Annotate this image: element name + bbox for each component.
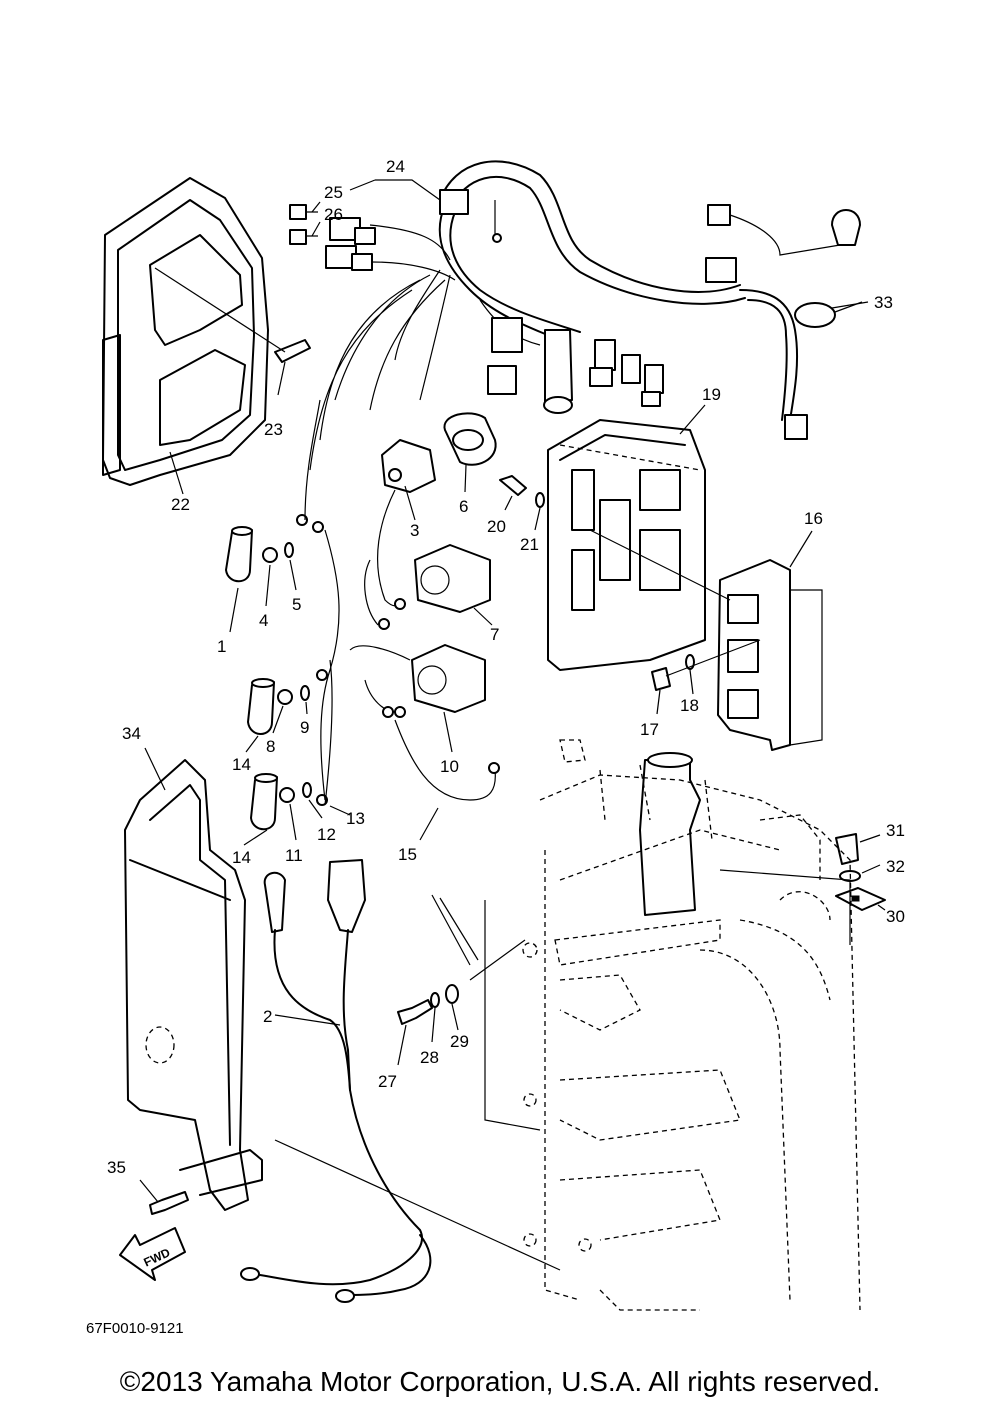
wire-harness [309, 160, 863, 471]
relay-wires [296, 399, 500, 806]
callout-29: 29 [450, 1032, 469, 1051]
callout-18: 18 [680, 696, 699, 715]
washer-part-29 [445, 984, 459, 1004]
reference-line [469, 939, 526, 981]
bracket-part-34 [124, 759, 263, 1211]
bolt-part-20 [499, 475, 527, 496]
callout-16: 16 [804, 509, 823, 528]
callout-1: 1 [217, 637, 226, 656]
callout-25: 25 [324, 183, 343, 202]
callout-27: 27 [378, 1072, 397, 1091]
plate-part-30 [835, 887, 886, 911]
washer-part-9 [300, 685, 310, 701]
leader-lines [139, 179, 886, 1203]
bracket-part-19 [547, 419, 706, 671]
callout-7: 7 [490, 625, 499, 644]
holder-part-6 [443, 412, 497, 466]
copyright-notice: ©2013 Yamaha Motor Corporation, U.S.A. A… [119, 1366, 881, 1397]
cap-part-1 [225, 526, 253, 583]
callout-20: 20 [487, 517, 506, 536]
washer-part-12 [302, 782, 312, 798]
callout-10: 10 [440, 757, 459, 776]
callout-22: 22 [171, 495, 190, 514]
callout-14a: 14 [232, 755, 251, 774]
cover-part-22 [102, 177, 269, 486]
callout-28: 28 [420, 1048, 439, 1067]
reference-line [719, 869, 851, 945]
bolt-part-27 [397, 999, 433, 1025]
lead-wires [439, 897, 479, 961]
bolt-part-31 [835, 833, 859, 865]
callout-5: 5 [292, 595, 301, 614]
callout-9: 9 [300, 718, 309, 737]
cable-part-13 [324, 659, 333, 806]
callout-26: 26 [324, 205, 343, 224]
callout-8: 8 [266, 737, 275, 756]
callout-21: 21 [520, 535, 539, 554]
reference-line [484, 900, 541, 1131]
bolt-part-35 [149, 1191, 189, 1215]
bolt-part-17 [651, 667, 671, 691]
callout-23: 23 [264, 420, 283, 439]
callout-2: 2 [263, 1007, 272, 1026]
nut-part-4 [262, 547, 278, 563]
engine-block [522, 739, 861, 1311]
callout-35: 35 [107, 1158, 126, 1177]
connectors-part-25-26 [289, 204, 376, 271]
callout-3: 3 [410, 521, 419, 540]
callout-17: 17 [640, 720, 659, 739]
callout-14b: 14 [232, 848, 251, 867]
washer-part-18 [685, 654, 695, 670]
callout-30: 30 [886, 907, 905, 926]
callout-32: 32 [886, 857, 905, 876]
relay-part-7 [414, 544, 491, 613]
diagram-part-code: 67F0010-9121 [86, 1320, 184, 1337]
lead-wires [431, 894, 471, 966]
clip-part-23 [154, 267, 311, 363]
callout-24: 24 [386, 157, 405, 176]
callout-labels: 1 2 3 4 5 6 7 8 9 10 11 12 13 14 14 15 1… [107, 157, 905, 1177]
callout-34: 34 [122, 724, 141, 743]
cap-part-14b [250, 773, 278, 831]
callout-13: 13 [346, 809, 365, 828]
relay-part-3 [381, 439, 436, 493]
cap-part-14a [247, 678, 275, 735]
reference-line [274, 1139, 561, 1271]
nut-part-11 [279, 787, 295, 803]
callout-11: 11 [285, 846, 303, 865]
callout-4: 4 [259, 611, 268, 630]
nut-part-8 [277, 689, 293, 705]
cable-part-2 [240, 859, 432, 1303]
callout-31: 31 [886, 821, 905, 840]
callout-33: 33 [874, 293, 893, 312]
callout-6: 6 [459, 497, 468, 516]
fwd-arrow: FWD [119, 1227, 186, 1281]
callout-19: 19 [702, 385, 721, 404]
callout-12: 12 [317, 825, 336, 844]
washer-part-28 [430, 992, 440, 1008]
washer-part-5 [284, 542, 294, 558]
plate-part-16 [717, 559, 823, 751]
relay-part-10 [411, 644, 486, 713]
washer-part-21 [535, 492, 545, 508]
callout-15: 15 [398, 845, 417, 864]
